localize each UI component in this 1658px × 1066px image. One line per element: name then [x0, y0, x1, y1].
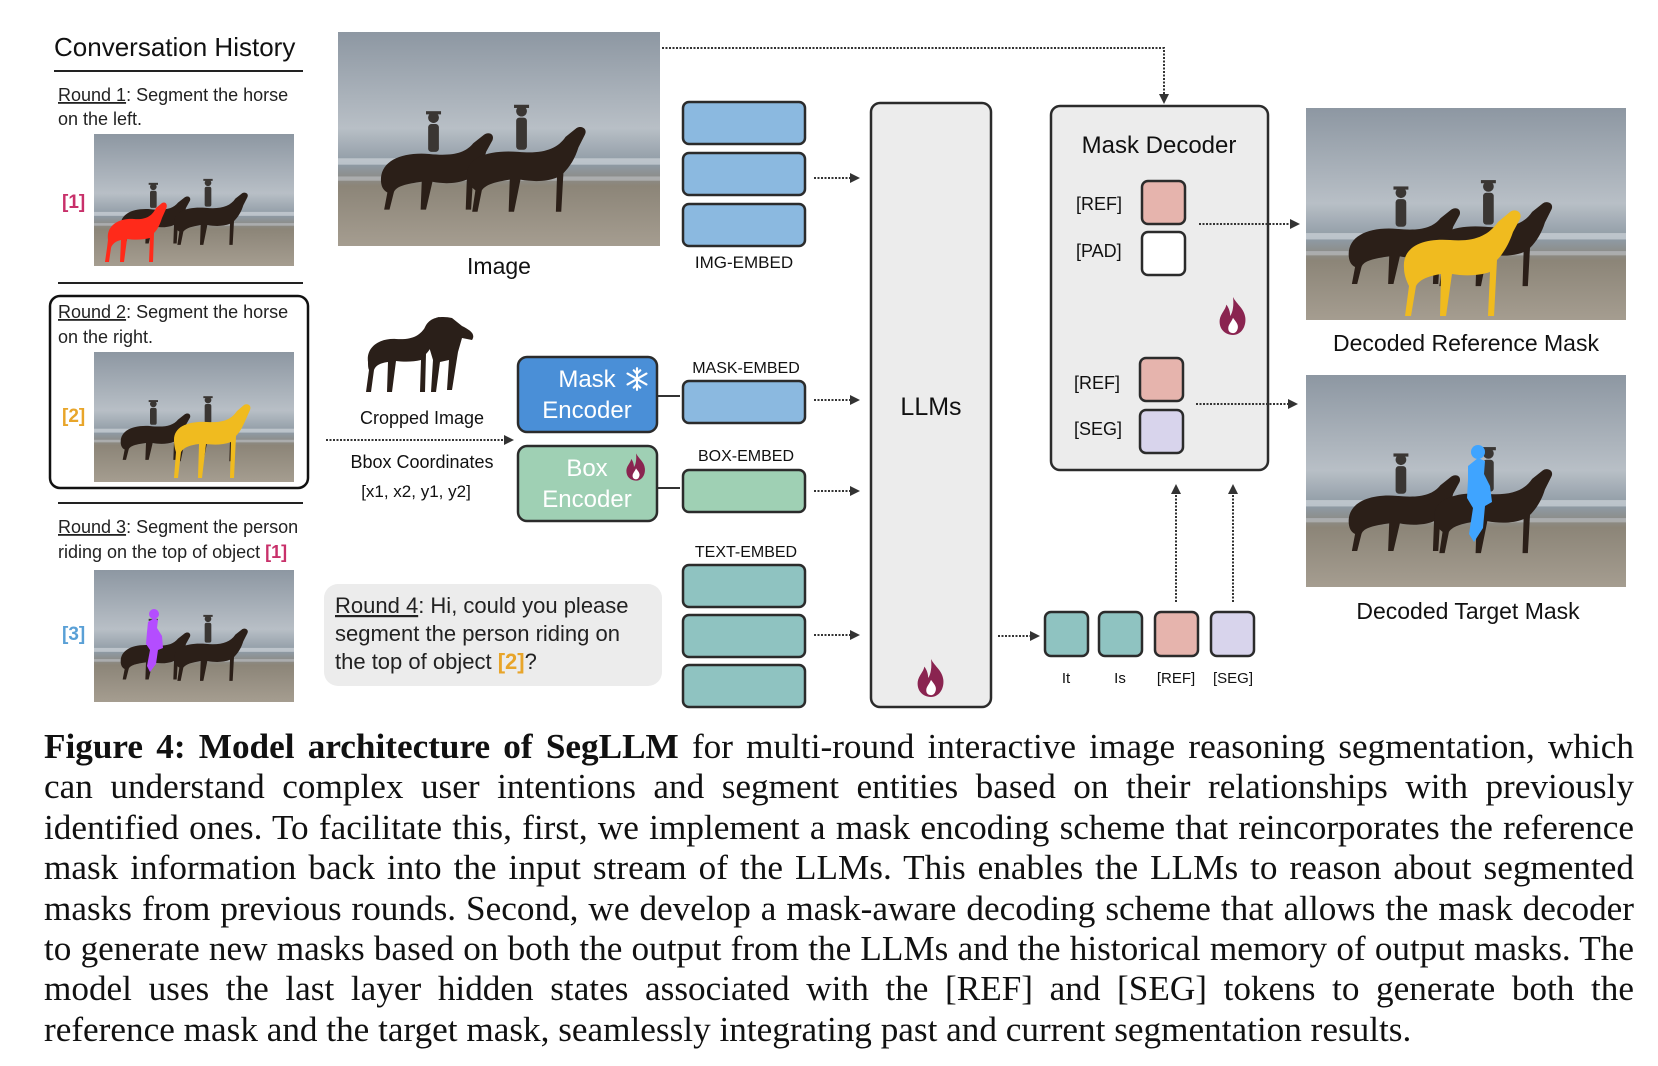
token-it: It [1062, 670, 1071, 687]
main-image [338, 32, 660, 246]
caption-figure-label: Figure 4: [44, 727, 186, 766]
round-3: Round 3: Segment the person riding on th… [58, 517, 298, 702]
box-embed: BOX-EMBED [681, 448, 807, 514]
mask-encoder-line1: Mask [558, 366, 616, 393]
round-4-text-2: segment the person riding on [335, 621, 620, 646]
round-3-label: Round 3 [58, 517, 126, 537]
round-3-tag: [3] [62, 624, 85, 645]
architecture-diagram: Conversation History Round 1: Segment th… [48, 32, 1658, 709]
round-2-text: : Segment the horse [126, 302, 288, 322]
reference-yellow-mask [1403, 210, 1521, 316]
round-4-ref: [2] [498, 649, 525, 674]
round-3-purple-head [149, 609, 159, 619]
round-1-red-mask [105, 202, 167, 262]
round-3-text: : Segment the person [126, 517, 298, 537]
text-embed: TEXT-EMBED [681, 544, 807, 709]
mask-embed: MASK-EMBED [681, 360, 807, 425]
round-4-label: Round 4 [335, 593, 418, 618]
target-blue-mask [1467, 458, 1492, 542]
box-encoder-line1: Box [566, 455, 607, 482]
box-encoder-line2: Encoder [542, 486, 631, 513]
llm-label: LLMs [900, 393, 961, 421]
round-4-text-3: the top of object [335, 649, 492, 674]
target-mask-image [1306, 375, 1626, 587]
caption-body: for multi-round interactive image reason… [44, 727, 1634, 1049]
mask-embed-label: MASK-EMBED [692, 360, 800, 377]
target-mask-output: Decoded Target Mask [1306, 375, 1626, 624]
round-1-label: Round 1 [58, 85, 126, 105]
decoder-token-seg: [SEG] [1074, 419, 1122, 439]
box-embed-label: BOX-EMBED [698, 448, 794, 465]
round-4-query: Round 4: Hi, could you please segment th… [324, 584, 662, 686]
img-embed-label: IMG-EMBED [695, 253, 793, 272]
output-tokens: It Is [REF] [SEG] [1043, 610, 1256, 687]
token-seg: [SEG] [1213, 670, 1253, 687]
round-3-purple-mask [146, 618, 163, 672]
llm-block: LLMs [869, 101, 993, 709]
box-encoder: Box Encoder [516, 444, 659, 523]
target-mask-label: Decoded Target Mask [1356, 598, 1580, 624]
round-2-text-2: on the right. [58, 327, 153, 347]
round-4-text-1: : Hi, could you please [418, 593, 628, 618]
round-2-image [94, 352, 294, 482]
cropped-horse-icon [366, 317, 474, 392]
target-blue-head [1471, 445, 1485, 459]
svg-text:Round 4: Hi, could you please: Round 4: Hi, could you please [335, 593, 629, 618]
round-1-tag: [1] [62, 192, 85, 213]
mask-encoder-line2: Encoder [542, 397, 631, 424]
mask-decoder: Mask Decoder [REF] [PAD] [REF] [SEG] [1049, 104, 1270, 472]
svg-text:Round 3: Segment the person: Round 3: Segment the person [58, 517, 298, 537]
svg-text:Round 2: Segment the horse: Round 2: Segment the horse [58, 302, 288, 322]
decoder-token-ref-1: [REF] [1076, 194, 1122, 214]
cropped-image-label: Cropped Image [360, 408, 484, 428]
mask-decoder-title: Mask Decoder [1082, 132, 1237, 159]
decoder-token-ref-2: [REF] [1074, 373, 1120, 393]
reference-mask-output: Decoded Reference Mask [1306, 108, 1626, 356]
round-3-text-2: riding on the top of object [58, 542, 260, 562]
round-4-tail: ? [525, 649, 537, 674]
svg-text:riding on the top of object: riding on the top of object [1] [58, 542, 287, 562]
round-1: Round 1: Segment the horse on the left. … [58, 85, 294, 266]
caption-title: Model architecture of SegLLM [198, 727, 679, 766]
figure-caption: Figure 4: Model architecture of SegLLM f… [44, 727, 1634, 1050]
round-1-text: : Segment the horse [126, 85, 288, 105]
reference-mask-image [1306, 108, 1626, 320]
round-3-image [94, 570, 294, 702]
round-1-text-2: on the left. [58, 109, 142, 129]
svg-text:the top of object [2]?: the top of object [2]? [335, 649, 537, 674]
round-2-tag: [2] [62, 406, 85, 427]
round-2: Round 2: Segment the horse on the right.… [58, 302, 294, 482]
round-2-label: Round 2 [58, 302, 126, 322]
bbox-title: Bbox Coordinates [350, 452, 493, 472]
round-2-yellow-mask [174, 404, 251, 478]
round-2-frame [48, 294, 310, 490]
round-3-ref: [1] [265, 542, 287, 562]
svg-text:Round 1: Segment the horse: Round 1: Segment the horse [58, 85, 288, 105]
bbox-values: [x1, x2, y1, y2] [361, 482, 471, 501]
image-to-decoder-arrow [662, 47, 1169, 104]
token-is: Is [1114, 670, 1126, 687]
history-title: Conversation History [54, 32, 295, 62]
reference-mask-label: Decoded Reference Mask [1333, 330, 1599, 356]
token-ref: [REF] [1157, 670, 1195, 687]
mask-encoder: Mask Encoder [516, 355, 659, 434]
decoder-token-pad: [PAD] [1076, 241, 1122, 261]
img-embed: IMG-EMBED [681, 100, 807, 272]
text-embed-label: TEXT-EMBED [695, 544, 797, 561]
image-label: Image [467, 253, 531, 279]
